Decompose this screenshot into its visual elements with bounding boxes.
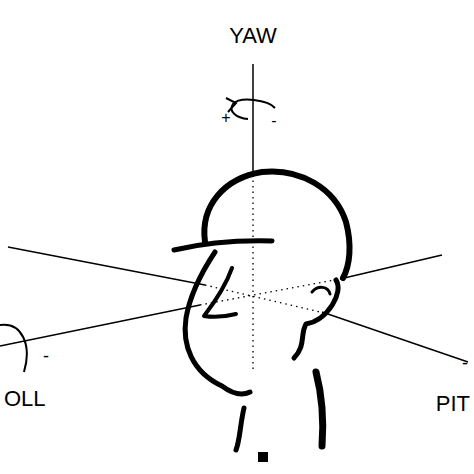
yaw-axis bbox=[252, 64, 254, 172]
sign-label: - bbox=[462, 354, 468, 372]
roll-axis bbox=[340, 255, 442, 279]
sign-label: - bbox=[271, 113, 276, 129]
roll-rotation-arc bbox=[0, 325, 27, 372]
sign-label: + bbox=[221, 110, 230, 126]
axis-name: YAW bbox=[229, 25, 277, 47]
head-sketch bbox=[174, 171, 350, 462]
sign-label: - bbox=[43, 347, 49, 365]
axis-line bbox=[322, 312, 468, 362]
yaw-rotation-arrow bbox=[231, 100, 275, 119]
axis-name: OLL bbox=[4, 388, 46, 410]
axis-name: PIT bbox=[436, 393, 470, 415]
axis-line bbox=[8, 247, 205, 285]
roll-axis bbox=[0, 305, 200, 346]
yaw-axis-hidden bbox=[252, 175, 253, 372]
